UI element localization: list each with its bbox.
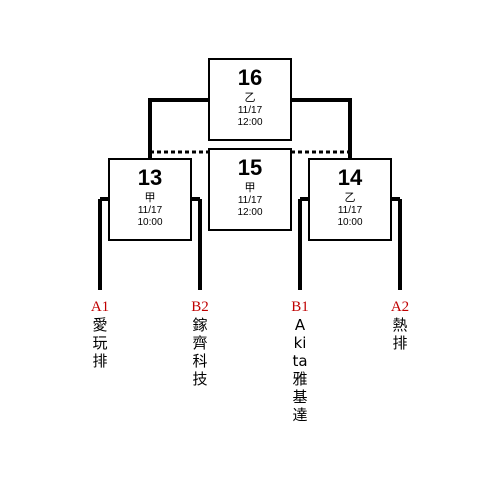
match-number: 14 [337, 165, 363, 190]
match-time: 12:00 [237, 207, 263, 218]
team-name: 鎵齊科技 [192, 316, 208, 388]
match-number: 13 [137, 165, 163, 190]
team-seed: A1 [90, 299, 110, 315]
leg-a1 [98, 197, 109, 290]
match-time: 10:00 [337, 217, 363, 228]
match-court: 甲 [144, 191, 156, 204]
team-b1: B1 Akita雅基達 [285, 299, 315, 424]
match-16-box: 16 乙 11/17 12:00 [208, 58, 292, 141]
match-time: 12:00 [237, 117, 263, 128]
team-a1: A1 愛玩排 [85, 299, 115, 370]
match-number: 15 [237, 155, 263, 180]
team-seed: B1 [291, 299, 309, 315]
match-13-box: 13 甲 11/17 10:00 [108, 158, 192, 241]
match-date: 11/17 [237, 195, 263, 206]
match-15-box: 15 甲 11/17 12:00 [208, 148, 292, 231]
team-seed: A2 [390, 299, 410, 315]
match-14-box: 14 乙 11/17 10:00 [308, 158, 392, 241]
match-court: 甲 [244, 181, 256, 194]
leg-b1 [298, 197, 309, 290]
match-date: 11/17 [137, 205, 163, 216]
match-date: 11/17 [237, 105, 263, 116]
match-date: 11/17 [337, 205, 363, 216]
match-time: 10:00 [137, 217, 163, 228]
team-b2: B2 鎵齊科技 [185, 299, 215, 388]
team-a2: A2 熱排 [385, 299, 415, 352]
match-number: 16 [237, 65, 263, 90]
line-14-to-16 [291, 98, 352, 158]
match-court: 乙 [244, 91, 256, 104]
team-seed: B2 [191, 299, 209, 315]
match-court: 乙 [344, 191, 356, 204]
team-name: 熱排 [392, 316, 408, 352]
team-name: Akita雅基達 [292, 316, 308, 424]
team-name: 愛玩排 [92, 316, 108, 370]
line-13-to-16 [148, 98, 209, 158]
